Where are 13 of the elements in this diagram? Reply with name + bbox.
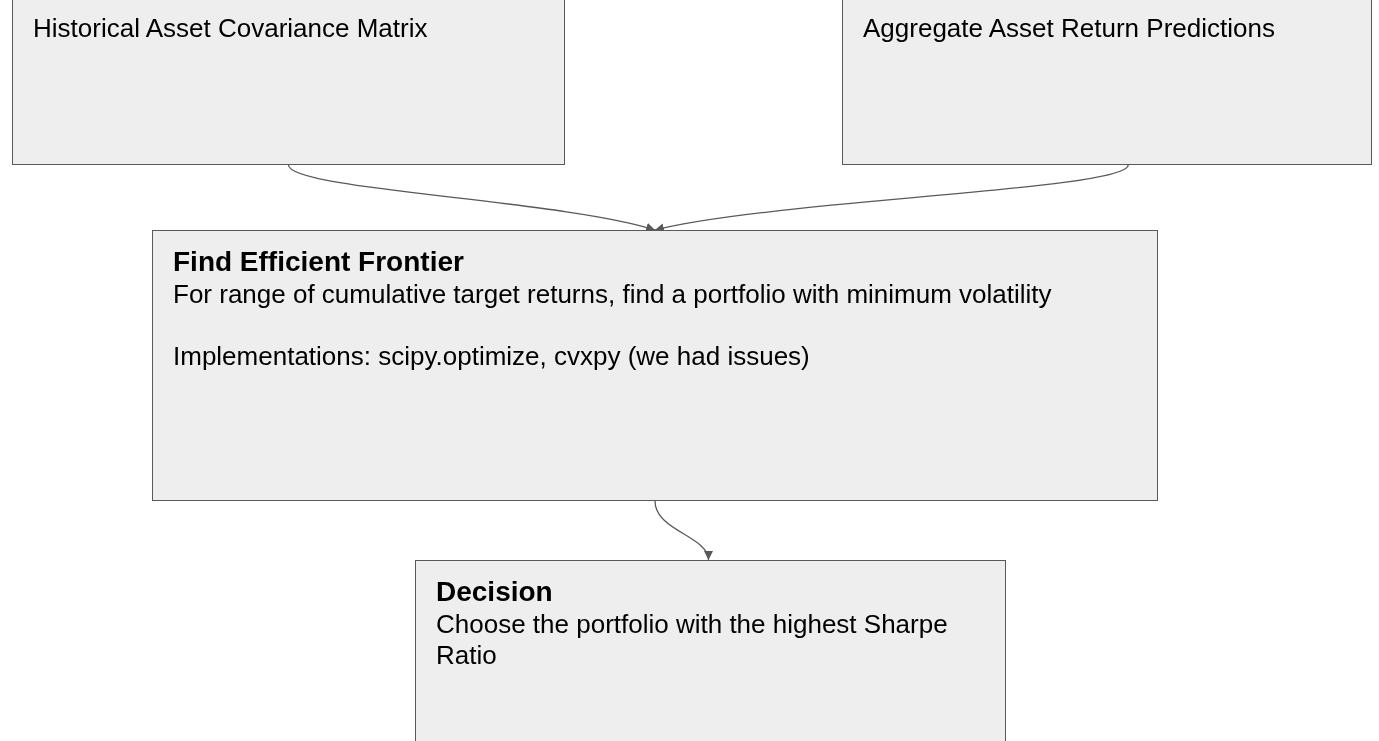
box-heading: Find Efficient Frontier — [173, 245, 465, 279]
process-box — [152, 230, 1158, 501]
box-description: For range of cumulative target returns, find a portfolio with minimum volatility — [173, 279, 1053, 310]
arrow — [287, 164, 656, 232]
process-box — [415, 560, 1006, 741]
box-label: Historical Asset Covariance Matrix — [33, 13, 429, 44]
arrow — [654, 500, 712, 561]
box-heading: Decision — [436, 575, 554, 609]
process-box — [12, 0, 565, 165]
process-box — [842, 0, 1372, 165]
box-label: Aggregate Asset Return Predictions — [863, 13, 1276, 44]
box-description: Implementations: scipy.optimize, cvxpy (we had issues) — [173, 341, 811, 372]
box-description: Choose the portfolio with the highest Sharpe Ratio — [436, 609, 949, 671]
